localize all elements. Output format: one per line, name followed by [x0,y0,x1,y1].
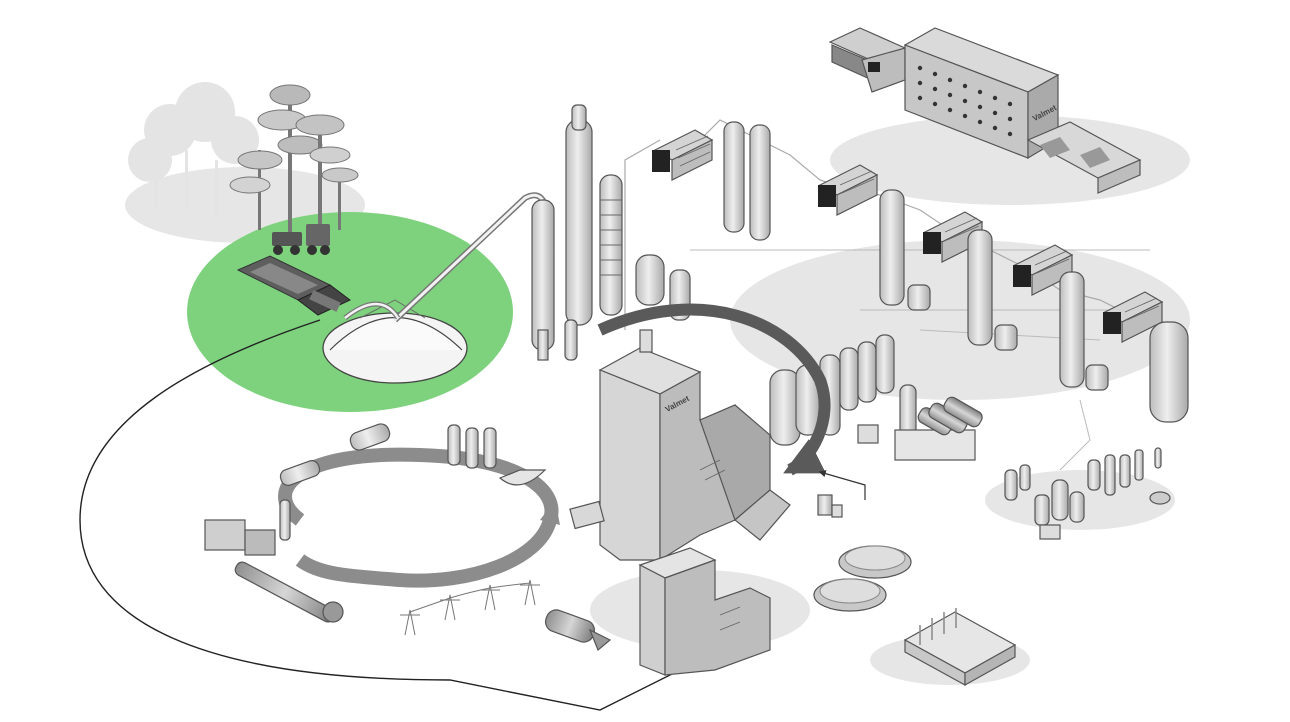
effluent-basin-icon [903,608,1017,687]
boiler-icon: Valmet [598,329,791,562]
pile-icon [322,299,468,384]
tree-icon [229,84,359,235]
wastewater-clarifier-icon [813,545,912,612]
flow-arrow [597,303,831,476]
turbine-icon [544,609,612,651]
clarifier-icon [1004,447,1171,540]
lime-kiln-icon [279,423,605,530]
pump-icon [817,494,843,518]
digester-tower-icon [531,104,691,361]
bleaching-tower-icon [723,121,1189,423]
forest-area [128,82,548,412]
pylon-icon [400,579,540,636]
feedwater-arrow [818,470,866,500]
chemical-plant-icon [894,384,983,461]
power-plant-icon [638,547,771,676]
kiln-icon [204,499,344,623]
forest-harvester-icon [272,224,330,255]
dryer-machine-icon: Valmet [828,27,1142,194]
chipper-icon [236,255,351,316]
power-line-loop [79,319,701,711]
